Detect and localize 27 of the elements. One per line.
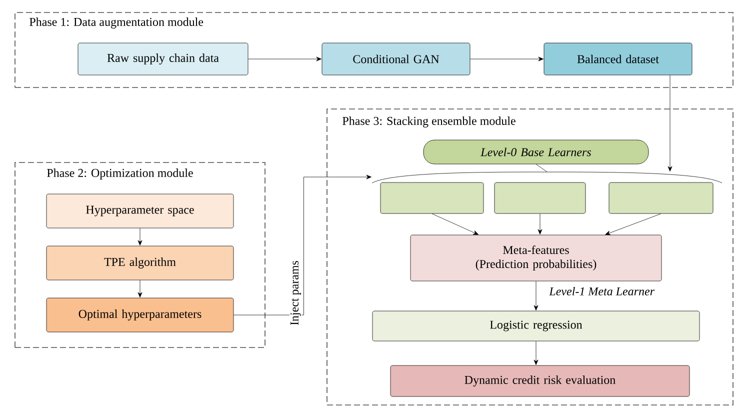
process-box xyxy=(608,182,714,214)
heading-pill: Level-0 Base Learners xyxy=(423,140,649,164)
arrow xyxy=(605,214,662,236)
process-box: Hyperparameter space xyxy=(46,194,234,228)
process-box: Raw supply chain data xyxy=(78,42,248,76)
brace xyxy=(372,172,722,184)
arrow xyxy=(138,228,142,246)
arrow xyxy=(432,214,479,235)
process-box: Balanced dataset xyxy=(544,42,692,76)
arrow xyxy=(234,174,372,316)
process-box: Logistic regression xyxy=(372,310,700,342)
edge-label: Inject params xyxy=(290,260,301,326)
process-box: Optimal hyperparameters xyxy=(46,298,234,332)
arrow xyxy=(248,56,322,62)
process-box: Conditional GAN xyxy=(322,42,470,76)
arrow xyxy=(138,280,142,298)
process-box: TPE algorithm xyxy=(46,246,234,280)
process-box xyxy=(380,182,484,214)
arrow xyxy=(668,75,672,172)
arrow xyxy=(534,341,538,365)
arrow xyxy=(534,281,538,310)
arrow xyxy=(538,214,542,234)
arrow xyxy=(470,56,544,62)
process-box xyxy=(494,182,586,214)
process-box: Dynamic credit risk evaluation xyxy=(390,365,690,397)
edge-label: Level-1 Meta Learner xyxy=(549,286,655,296)
process-box: Meta-features (Prediction probabilities) xyxy=(410,234,662,282)
